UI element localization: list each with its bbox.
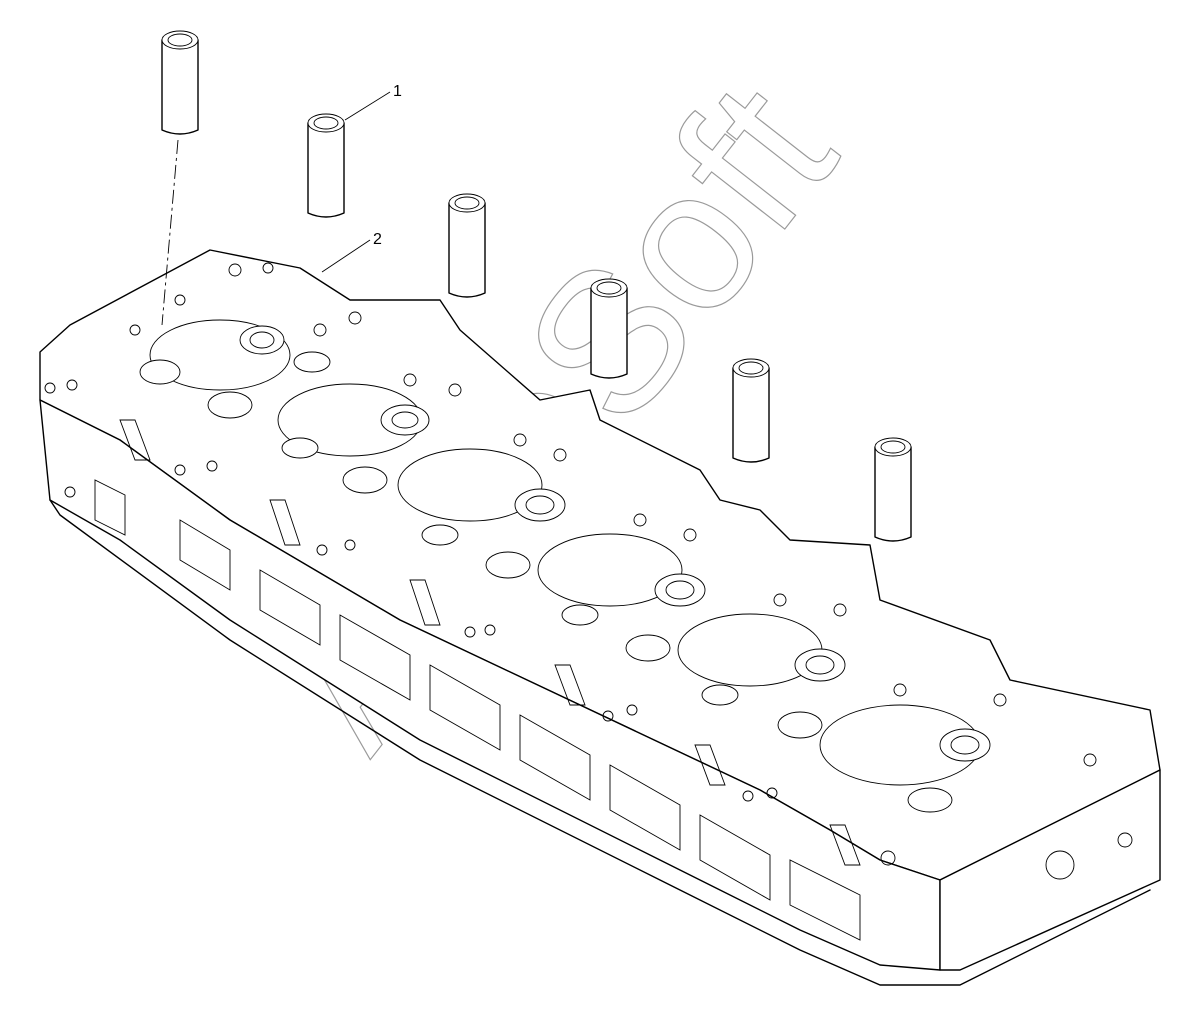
front-face-ribs bbox=[94, 419, 861, 941]
leader-1 bbox=[344, 91, 391, 121]
callout-leaders bbox=[321, 91, 391, 273]
cylinder-head bbox=[39, 249, 1161, 986]
injector-sleeve-3 bbox=[448, 193, 486, 298]
leader-2 bbox=[321, 239, 371, 273]
callout-label-2: 2 bbox=[373, 231, 382, 248]
injector-sleeve-2 bbox=[307, 113, 345, 218]
cylinder-bay-6 bbox=[777, 704, 991, 813]
injector-sleeve-5 bbox=[732, 358, 770, 463]
cylinder-bay-2 bbox=[207, 383, 430, 459]
head-end-face bbox=[939, 769, 1161, 971]
cylinder-bay-3 bbox=[342, 448, 566, 546]
injector-sleeve-1 bbox=[161, 30, 199, 135]
cylinder-bay-5 bbox=[625, 613, 846, 706]
cylinder-bay-4 bbox=[485, 533, 706, 626]
deck-bolt-holes bbox=[129, 262, 1097, 767]
callout-label-1: 1 bbox=[393, 83, 402, 100]
injector-sleeve-4 bbox=[590, 278, 628, 379]
cylinder-bays bbox=[139, 319, 991, 813]
injector-sleeve-6 bbox=[874, 437, 912, 542]
head-bottom-edge bbox=[49, 499, 1151, 986]
injector-sleeves bbox=[161, 30, 912, 542]
front-face-holes bbox=[44, 379, 1133, 880]
assembly-centerline bbox=[161, 139, 179, 326]
cylinder-bay-1 bbox=[139, 319, 331, 391]
